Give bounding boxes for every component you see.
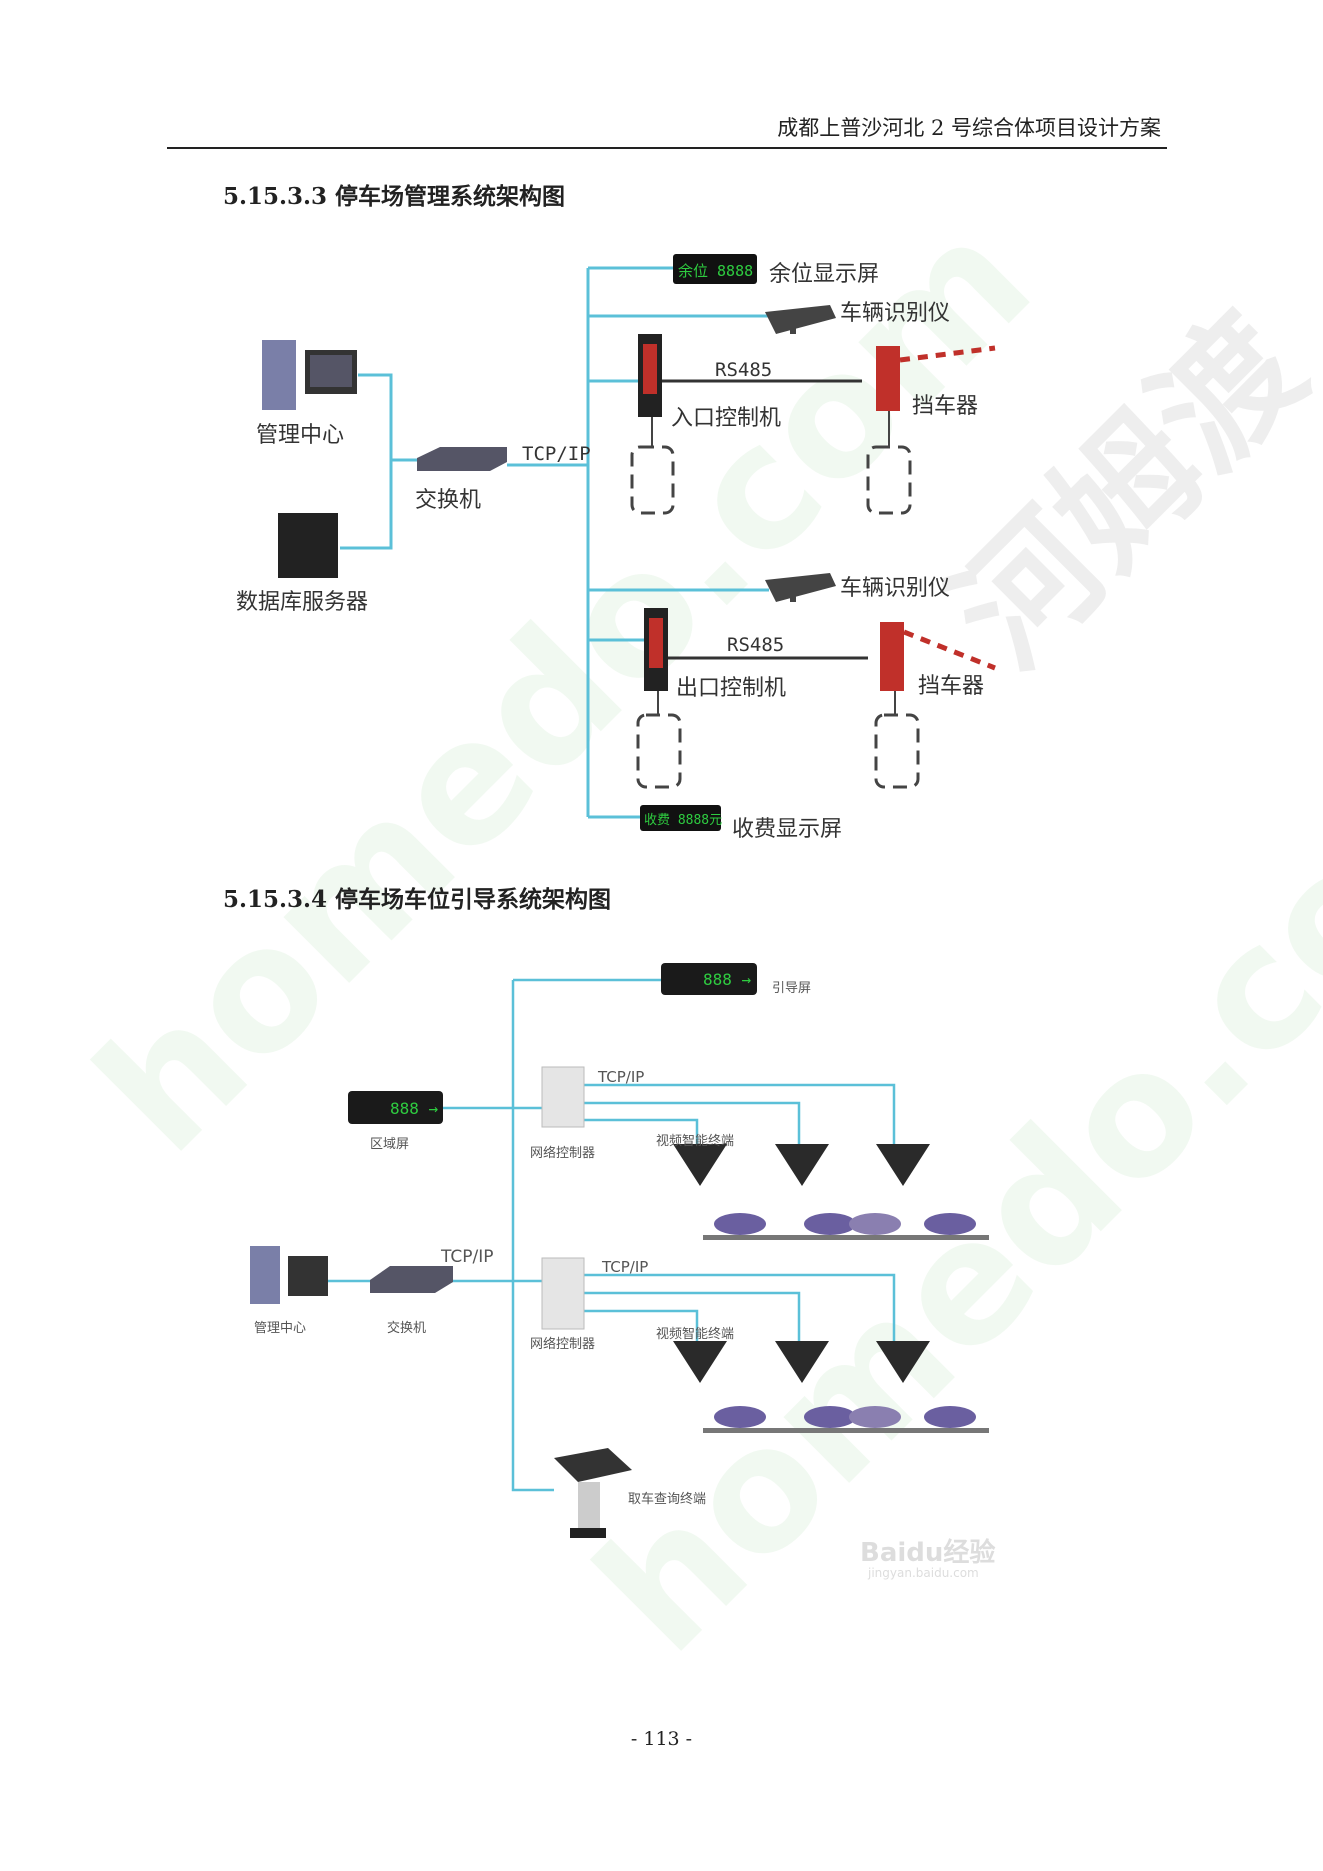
label-entry-controller: 入口控制机: [671, 406, 782, 431]
label-video-terminal-2: 视频智能终端: [656, 1327, 735, 1342]
server-icon-database: [278, 513, 338, 578]
label-management-center-2: 管理中心: [254, 1321, 307, 1336]
label-switch-2: 交换机: [387, 1321, 427, 1336]
section-heading-parking-guidance: 5.15.3.4 停车场车位引导系统架构图: [223, 886, 612, 913]
camera-icon-entry: [765, 305, 836, 334]
baidu-watermark: Baidu经验: [860, 1538, 996, 1568]
video-terminal-icons: [673, 1144, 930, 1383]
parking-row-2: [703, 1406, 989, 1433]
zone-screen-icon: 888 →: [348, 1091, 443, 1124]
label-rs485-entry: RS485: [715, 359, 773, 381]
network-controller-icon-1: [541, 1066, 585, 1128]
fee-display-text: 收费 8888元: [644, 813, 723, 828]
entry-controller-icon: [638, 334, 662, 417]
network-lines-2: [328, 978, 896, 1492]
label-barrier-entry: 挡车器: [912, 394, 979, 419]
label-database-server: 数据库服务器: [236, 590, 369, 615]
label-fee-display: 收费显示屏: [732, 817, 843, 842]
guidance-screen-digits: 888 →: [703, 970, 752, 989]
section-heading-parking-management: 5.15.3.3 停车场管理系统架构图: [223, 183, 566, 210]
label-tcpip-1: TCP/IP: [598, 1068, 645, 1086]
exit-controller-icon: [644, 608, 668, 691]
computer-icon-management-2: [250, 1246, 328, 1304]
baidu-watermark-url: jingyan.baidu.com: [868, 1566, 979, 1580]
label-guidance-screen: 引导屏: [772, 981, 812, 996]
label-tcpip-main: TCP/IP: [441, 1247, 494, 1267]
label-camera-entry: 车辆识别仪: [840, 301, 951, 326]
label-management-center: 管理中心: [256, 423, 345, 448]
parking-row-1: [703, 1213, 989, 1240]
label-remaining-display: 余位显示屏: [769, 262, 880, 287]
zone-screen-digits: 888 →: [390, 1099, 439, 1118]
computer-icon-management: [262, 340, 357, 410]
fee-display: [640, 805, 721, 831]
remaining-space-display: [673, 254, 757, 284]
remaining-display-text: 余位 8888: [678, 262, 754, 280]
label-exit-controller: 出口控制机: [676, 676, 787, 701]
label-network-controller-2: 网络控制器: [530, 1337, 596, 1352]
barrier-icon-entry: [876, 345, 996, 411]
label-switch: 交换机: [415, 488, 482, 513]
label-network-controller-1: 网络控制器: [530, 1146, 596, 1161]
document-header: 成都上普沙河北 2 号综合体项目设计方案: [777, 116, 1161, 140]
label-barrier-exit: 挡车器: [918, 674, 985, 699]
switch-icon-1: [417, 447, 507, 471]
label-rs485-exit: RS485: [727, 634, 785, 656]
header-divider: [167, 147, 1167, 149]
ground-loop-icons: [630, 445, 920, 789]
label-zone-screen: 区域屏: [370, 1137, 410, 1152]
switch-icon-2: [370, 1266, 453, 1293]
label-camera-exit: 车辆识别仪: [840, 576, 951, 601]
label-query-terminal: 取车查询终端: [628, 1492, 707, 1507]
label-tcpip: TCP/IP: [522, 443, 591, 465]
barrier-icon-exit: [880, 622, 996, 691]
label-tcpip-2: TCP/IP: [602, 1258, 649, 1276]
network-lines-1: [340, 266, 769, 819]
network-controller-icon-2: [541, 1257, 585, 1330]
query-kiosk-icon: [554, 1448, 632, 1538]
page-number: - 113 -: [630, 1728, 693, 1750]
guidance-screen-icon: 888 →: [661, 963, 757, 995]
label-video-terminal-1: 视频智能终端: [656, 1134, 735, 1149]
camera-icon-exit: [765, 573, 836, 602]
